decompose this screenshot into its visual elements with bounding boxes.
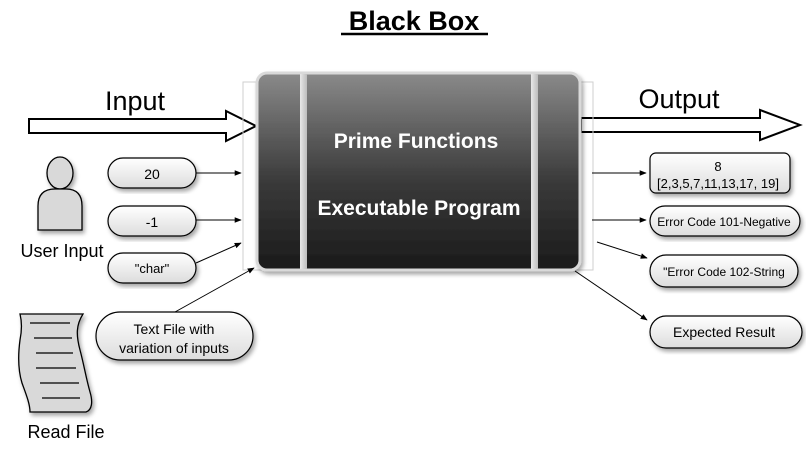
output-error-string-pill — [649, 254, 799, 288]
input-pill-char — [107, 252, 197, 284]
input-label: Input — [105, 86, 166, 116]
box-label-prime-functions: Prime Functions — [334, 130, 499, 153]
output-error-negative-pill — [649, 205, 801, 237]
user-input-label: User Input — [20, 241, 103, 261]
input-value-neg1: -1 — [146, 214, 159, 230]
arrow-box-to-error-string — [596, 241, 648, 259]
box-stripe-right — [531, 74, 538, 269]
input-value-20: 20 — [144, 166, 160, 182]
output-big-arrow — [580, 108, 803, 142]
box-label-executable-program: Executable Program — [317, 197, 520, 220]
output-prime-list: [2,3,5,7,11,13,17, 19] — [657, 176, 779, 191]
black-box — [255, 71, 582, 272]
input-pill-text-file — [95, 311, 254, 361]
arrow-textfile-to-box — [174, 267, 255, 313]
input-big-arrow — [28, 109, 259, 143]
user-icon — [37, 156, 83, 231]
document-icon — [18, 313, 93, 413]
read-file-label: Read File — [27, 422, 104, 442]
arrow-char-to-box — [195, 242, 242, 264]
output-label: Output — [638, 84, 720, 114]
output-prime-count: 8 — [714, 159, 721, 174]
text-file-label-line2: variation of inputs — [119, 340, 229, 356]
output-expected-pill — [649, 315, 803, 349]
output-primes-box — [649, 152, 791, 194]
text-file-label-line1: Text File with — [134, 321, 215, 337]
arrow-box-to-expected — [574, 270, 648, 321]
input-pill-neg1 — [107, 205, 197, 237]
diagram-title: Black Box — [349, 6, 480, 36]
input-value-char: "char" — [135, 261, 170, 276]
document-lines — [30, 322, 80, 399]
box-stripe-left — [300, 74, 307, 269]
output-expected-result: Expected Result — [673, 324, 775, 340]
output-error-negative: Error Code 101-Negative — [657, 215, 791, 229]
output-error-string: "Error Code 102-String — [663, 265, 785, 279]
